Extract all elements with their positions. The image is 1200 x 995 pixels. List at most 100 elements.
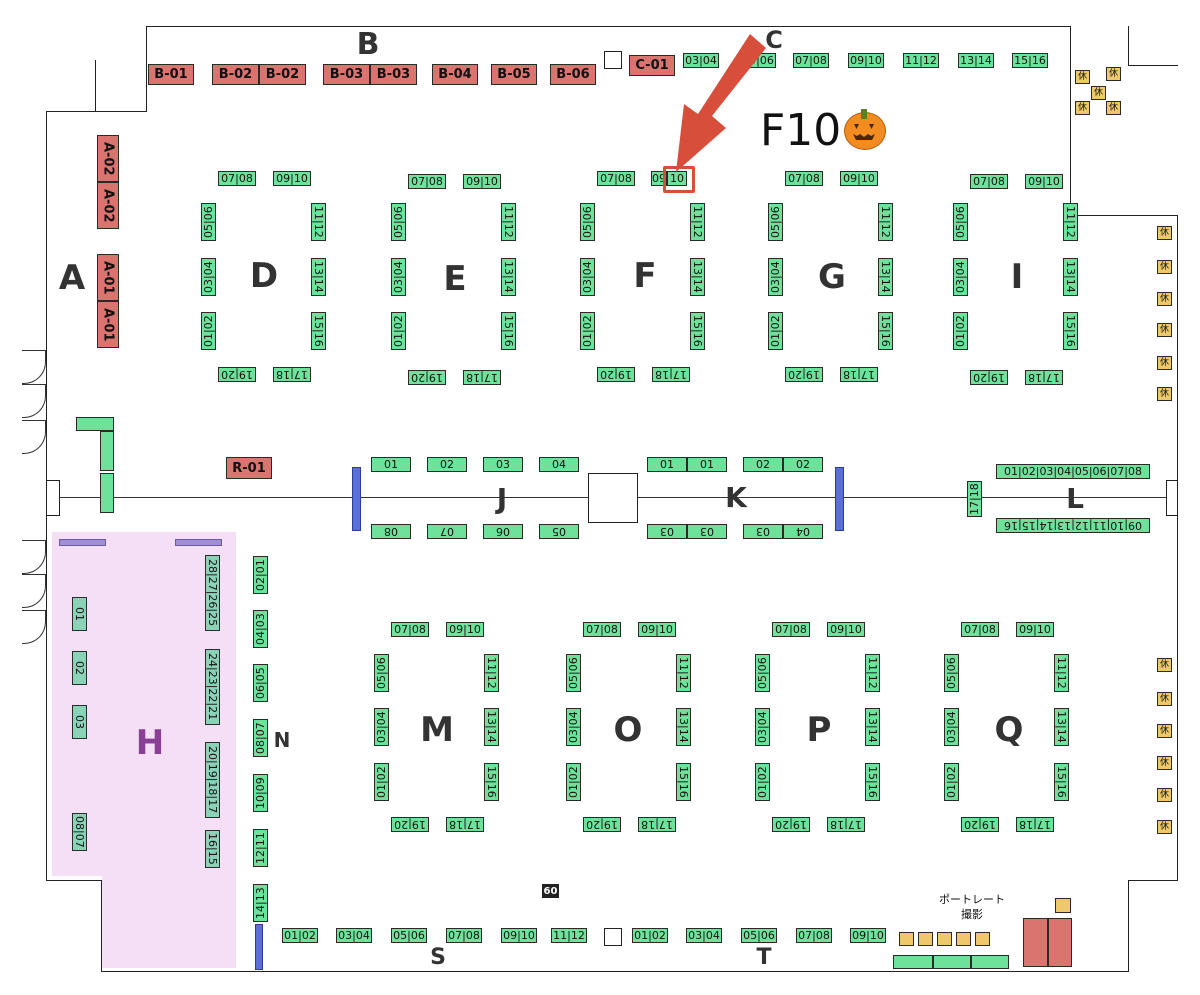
booth-r-01[interactable]: R-01 (226, 457, 272, 479)
booth-p-0910[interactable]: 09|10 (827, 622, 865, 637)
booth-m-1516[interactable]: 15|16 (484, 763, 499, 801)
booth-h-2421[interactable]: 24|23|22|21 (205, 649, 220, 725)
booth-i-1112[interactable]: 11|12 (1063, 203, 1078, 241)
booth-p-0708[interactable]: 07|08 (772, 622, 810, 637)
booth-g-1516[interactable]: 15|16 (878, 312, 893, 350)
booth-c-1112[interactable]: 11|12 (903, 53, 939, 68)
booth-m-1718[interactable]: 17|18 (446, 817, 484, 832)
booth-m-1314[interactable]: 13|14 (484, 708, 499, 746)
booth-g-0102[interactable]: 01|02 (768, 312, 783, 350)
booth-g-0708[interactable]: 07|08 (785, 171, 823, 186)
booth-p-1920[interactable]: 19|20 (772, 817, 810, 832)
booth-k-03a[interactable]: 03 (647, 524, 687, 539)
booth-t-0304[interactable]: 03|04 (686, 928, 722, 943)
booth-e-0506[interactable]: 05|06 (391, 203, 406, 241)
booth-left-bar-h[interactable] (76, 417, 114, 431)
booth-i-1314[interactable]: 13|14 (1063, 258, 1078, 296)
booth-k-01b[interactable]: 01 (687, 457, 727, 472)
booth-s-0304[interactable]: 03|04 (336, 928, 372, 943)
booth-b-06[interactable]: B-06 (550, 64, 596, 85)
portrait-bar-2[interactable] (933, 955, 971, 969)
booth-m-1112[interactable]: 11|12 (484, 654, 499, 692)
booth-l-1718[interactable]: 17|18 (967, 481, 982, 517)
booth-d-0506[interactable]: 05|06 (201, 203, 216, 241)
booth-f-0304[interactable]: 03|04 (580, 258, 595, 296)
portrait-bar-3[interactable] (971, 955, 1009, 969)
booth-j-06[interactable]: 06 (483, 524, 523, 539)
booth-c-0304[interactable]: 03|04 (683, 53, 719, 68)
booth-h-01[interactable]: 01 (72, 597, 87, 631)
booth-o-1314[interactable]: 13|14 (676, 708, 691, 746)
booth-i-0910[interactable]: 09|10 (1025, 174, 1063, 189)
booth-f-1112[interactable]: 11|12 (690, 203, 705, 241)
booth-j-08[interactable]: 08 (371, 524, 411, 539)
booth-d-0910[interactable]: 09|10 (273, 171, 311, 186)
booth-o-1516[interactable]: 15|16 (676, 763, 691, 801)
booth-k-01a[interactable]: 01 (647, 457, 687, 472)
booth-d-1314[interactable]: 13|14 (311, 258, 326, 296)
booth-f-1516[interactable]: 15|16 (690, 312, 705, 350)
booth-d-1718[interactable]: 17|18 (273, 367, 311, 382)
booth-left-bar-v1[interactable] (100, 431, 114, 471)
booth-q-1314[interactable]: 13|14 (1054, 708, 1069, 746)
booth-f-1314[interactable]: 13|14 (690, 258, 705, 296)
booth-h-1615[interactable]: 16|15 (205, 830, 220, 868)
booth-j-05[interactable]: 05 (539, 524, 579, 539)
booth-o-1920[interactable]: 19|20 (583, 817, 621, 832)
booth-f-0506[interactable]: 05|06 (580, 203, 595, 241)
booth-l-0916[interactable]: 09|10|11|12|13|14|15|16 (996, 518, 1150, 533)
booth-c-1314[interactable]: 13|14 (958, 53, 994, 68)
booth-h-2017[interactable]: 20|19|18|17 (205, 742, 220, 818)
booth-e-0102[interactable]: 01|02 (391, 312, 406, 350)
booth-o-1112[interactable]: 11|12 (676, 654, 691, 692)
booth-s-0910[interactable]: 09|10 (501, 928, 537, 943)
booth-e-1718[interactable]: 17|18 (463, 370, 501, 385)
booth-m-0102[interactable]: 01|02 (374, 763, 389, 801)
portrait-bar-1[interactable] (893, 955, 933, 969)
booth-i-1718[interactable]: 17|18 (1025, 370, 1063, 385)
booth-s-0102[interactable]: 01|02 (282, 928, 318, 943)
booth-e-1516[interactable]: 15|16 (501, 312, 516, 350)
booth-t-0910[interactable]: 09|10 (850, 928, 886, 943)
booth-t-0102[interactable]: 01|02 (632, 928, 668, 943)
booth-j-03[interactable]: 03 (483, 457, 523, 472)
portrait-seat-3[interactable] (937, 932, 952, 946)
booth-s-1112[interactable]: 11|12 (551, 928, 587, 943)
booth-b-04[interactable]: B-04 (432, 64, 478, 85)
red-stage-right[interactable] (1048, 918, 1072, 967)
booth-h-0807[interactable]: 08|07 (72, 813, 87, 851)
booth-g-0910[interactable]: 09|10 (840, 171, 878, 186)
booth-c-1516[interactable]: 15|16 (1012, 53, 1048, 68)
booth-j-01[interactable]: 01 (371, 457, 411, 472)
booth-a-02a[interactable]: A-02 (97, 135, 119, 182)
booth-c-0910[interactable]: 09|10 (848, 53, 884, 68)
booth-i-1920[interactable]: 19|20 (970, 370, 1008, 385)
yellow-box-bottom-right[interactable] (1055, 898, 1071, 913)
booth-f-0708[interactable]: 07|08 (597, 171, 635, 186)
booth-p-0506[interactable]: 05|06 (755, 654, 770, 692)
booth-f-1920[interactable]: 19|20 (597, 367, 635, 382)
booth-b-05[interactable]: B-05 (491, 64, 537, 85)
booth-j-07[interactable]: 07 (427, 524, 467, 539)
booth-e-0910[interactable]: 09|10 (463, 174, 501, 189)
booth-q-0708[interactable]: 07|08 (961, 622, 999, 637)
booth-k-04[interactable]: 04 (783, 524, 823, 539)
booth-a-01a[interactable]: A-01 (97, 254, 119, 301)
booth-p-1516[interactable]: 15|16 (865, 763, 880, 801)
booth-o-0910[interactable]: 09|10 (638, 622, 676, 637)
booth-d-0102[interactable]: 01|02 (201, 312, 216, 350)
booth-e-1112[interactable]: 11|12 (501, 203, 516, 241)
booth-j-04[interactable]: 04 (539, 457, 579, 472)
booth-q-0304[interactable]: 03|04 (944, 708, 959, 746)
booth-k-02a[interactable]: 02 (743, 457, 783, 472)
booth-q-0910[interactable]: 09|10 (1016, 622, 1054, 637)
booth-n-1211[interactable]: 12|11 (253, 829, 268, 867)
booth-m-0304[interactable]: 03|04 (374, 708, 389, 746)
booth-q-1112[interactable]: 11|12 (1054, 654, 1069, 692)
booth-d-1516[interactable]: 15|16 (311, 312, 326, 350)
booth-g-1718[interactable]: 17|18 (840, 367, 878, 382)
booth-e-0708[interactable]: 07|08 (408, 174, 446, 189)
booth-a-01b[interactable]: A-01 (97, 301, 119, 348)
booth-g-1314[interactable]: 13|14 (878, 258, 893, 296)
booth-e-1920[interactable]: 19|20 (408, 370, 446, 385)
